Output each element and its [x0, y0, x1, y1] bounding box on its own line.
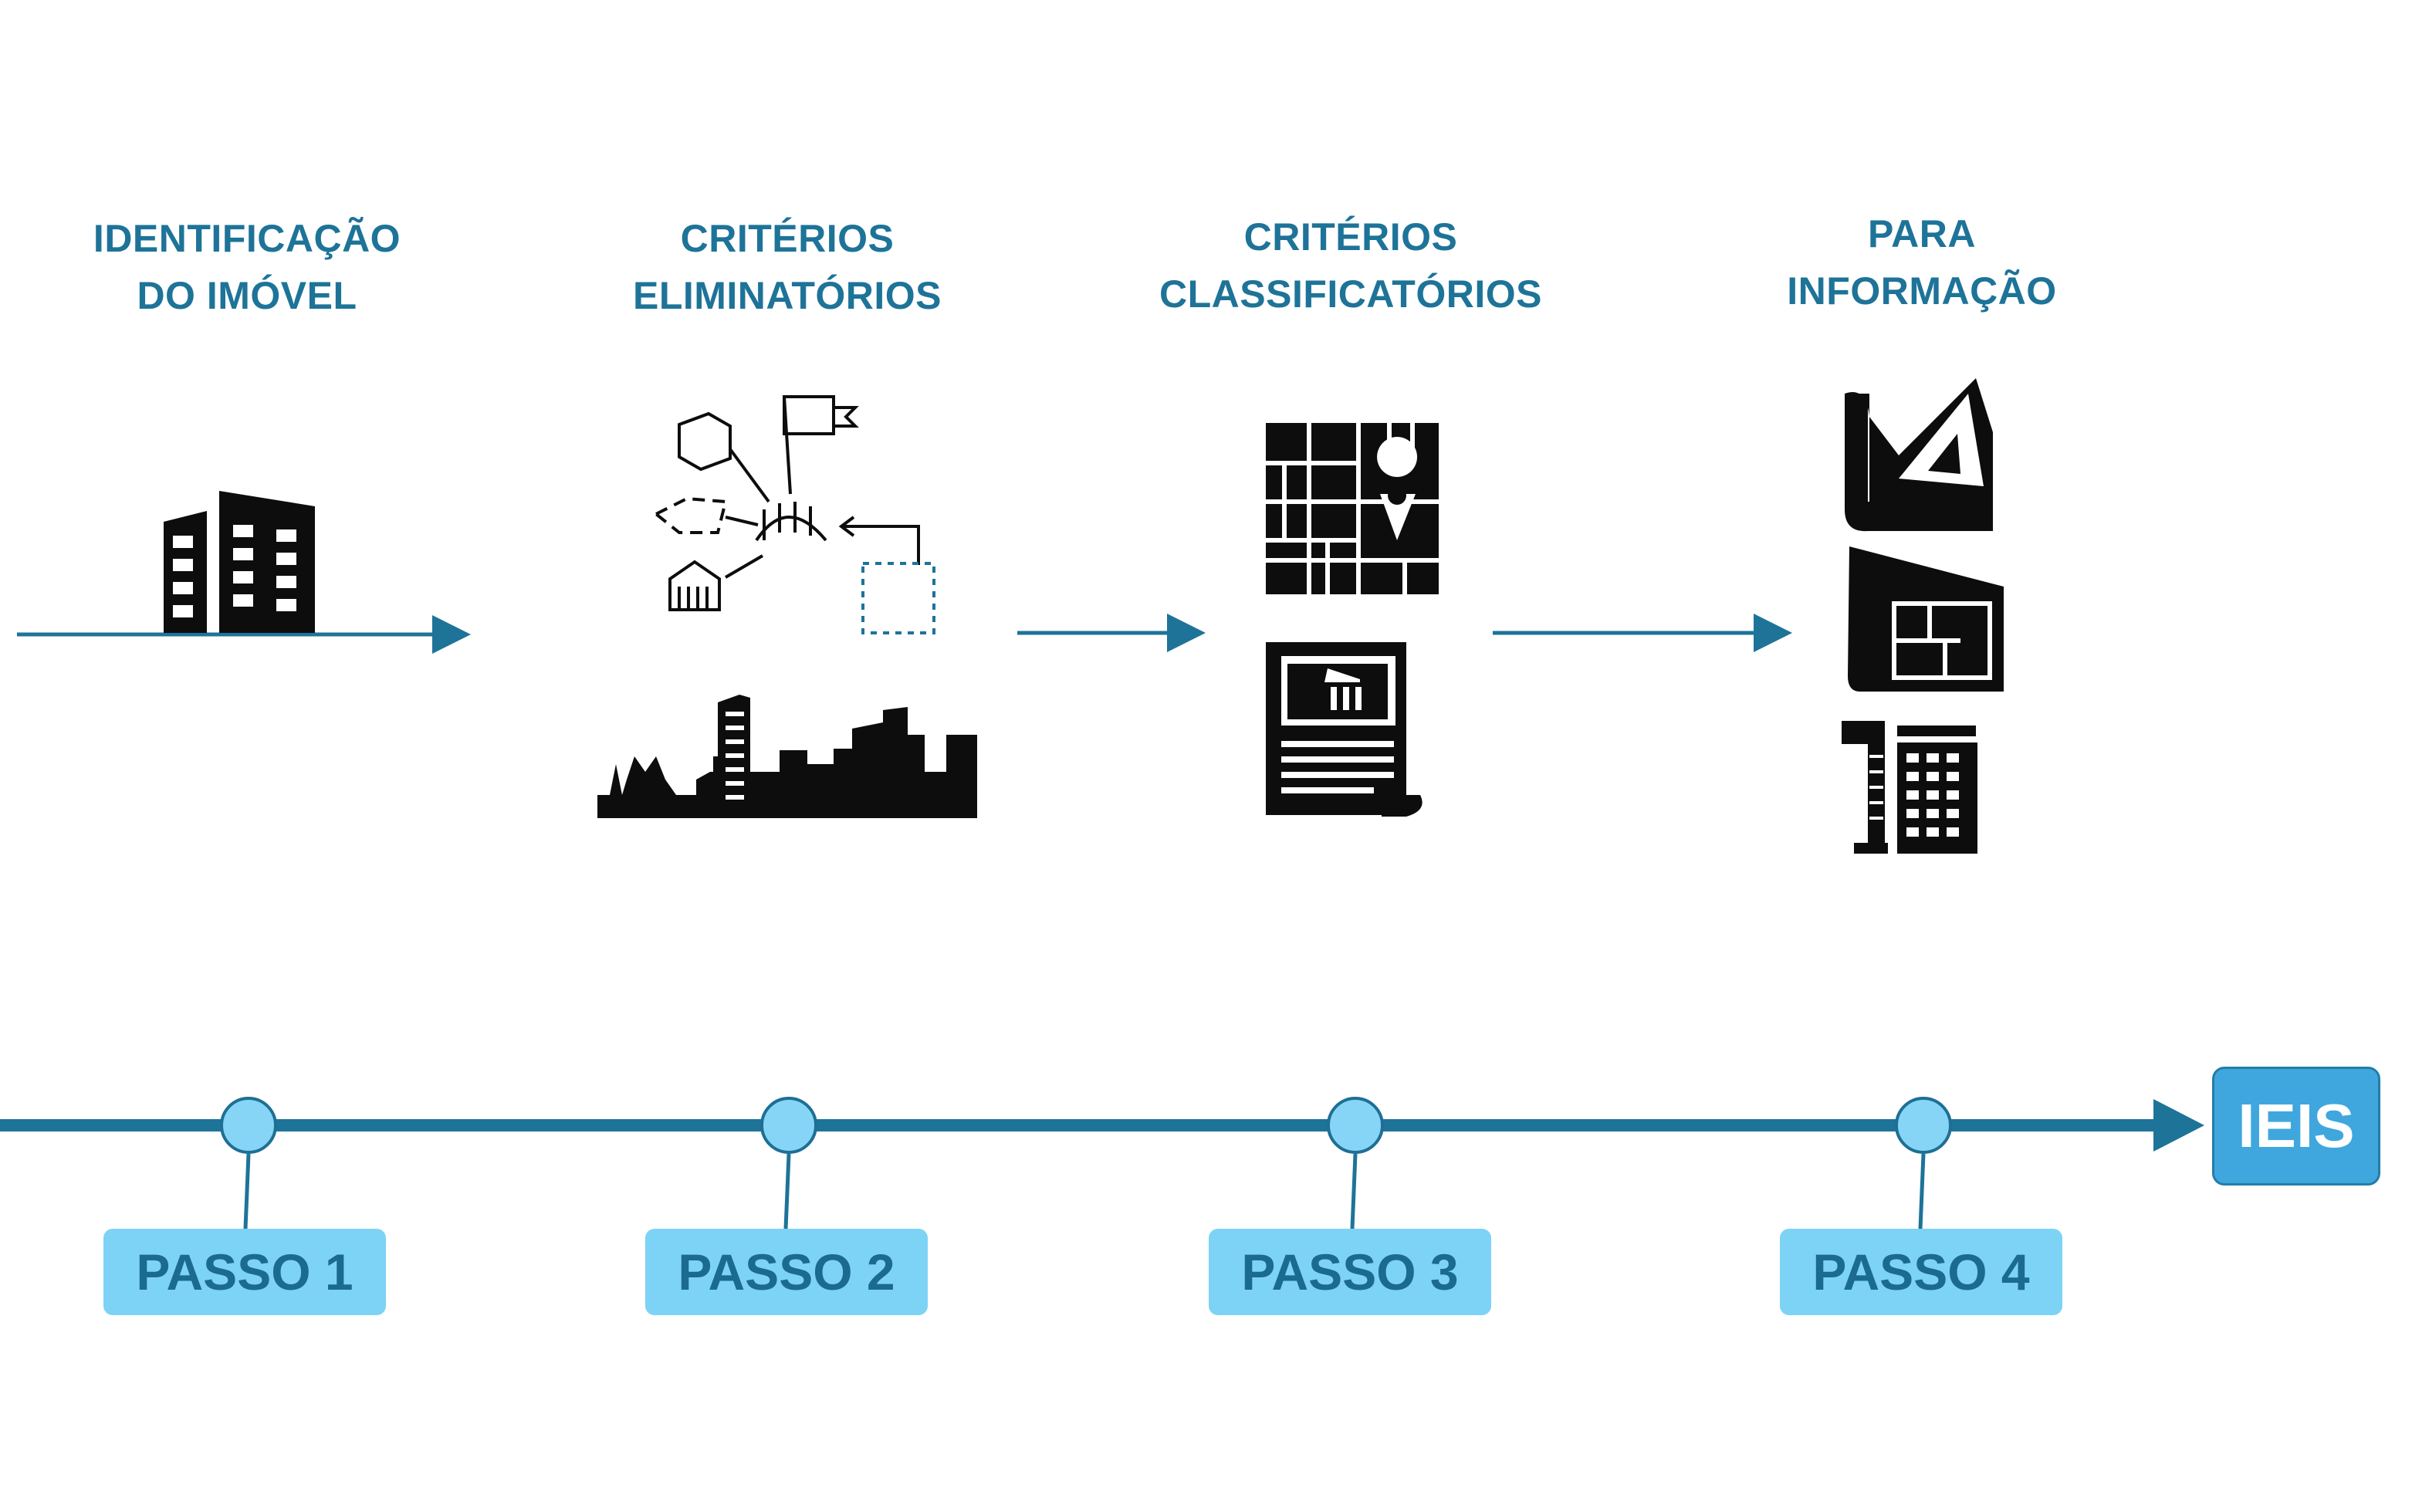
timeline-node-1	[220, 1097, 277, 1154]
step-1-title-line2: DO IMÓVEL	[137, 274, 357, 317]
timeline-node-3	[1327, 1097, 1384, 1154]
building-icon	[164, 491, 315, 633]
criteria-cluster-icon	[653, 395, 935, 634]
floor-plan-icon	[1848, 546, 2004, 692]
document-icon	[1266, 642, 1423, 817]
step-2-title-line2: ELIMINATÓRIOS	[632, 274, 942, 317]
connector-3	[1350, 1153, 1358, 1230]
timeline-node-4	[1895, 1097, 1952, 1154]
ieis-endpoint: IEIS	[2212, 1067, 2380, 1186]
skyline-icon	[597, 695, 977, 818]
connector-2	[783, 1153, 791, 1230]
step-2-badge: PASSO 2	[645, 1229, 928, 1315]
step-4-title-line1: PARA	[1868, 212, 1976, 255]
step-1-title: IDENTIFICAÇÃO DO IMÓVEL	[46, 210, 448, 324]
step-2-title: CRITÉRIOS ELIMINATÓRIOS	[587, 210, 988, 324]
crane-building-icon	[1842, 721, 1977, 854]
step-3-badge: PASSO 3	[1209, 1229, 1491, 1315]
map-grid-icon	[1266, 423, 1439, 594]
step-1-badge: PASSO 1	[103, 1229, 386, 1315]
step-3-title-line1: CRITÉRIOS	[1243, 215, 1458, 259]
timeline-bar	[0, 1119, 2161, 1131]
step-4-title: PARA INFORMAÇÃO	[1721, 205, 2123, 320]
connector-1	[243, 1153, 251, 1230]
step-2-title-line1: CRITÉRIOS	[680, 217, 895, 260]
step-3-title: CRITÉRIOS CLASSIFICATÓRIOS	[1119, 208, 1582, 323]
connector-4	[1918, 1153, 1926, 1230]
step-4-title-line2: INFORMAÇÃO	[1787, 269, 2057, 313]
step-1-title-line1: IDENTIFICAÇÃO	[93, 217, 401, 260]
step-3-title-line2: CLASSIFICATÓRIOS	[1159, 272, 1542, 316]
timeline-arrowhead	[2153, 1099, 2204, 1152]
blueprint-ruler-icon	[1845, 378, 1993, 532]
step-4-badge: PASSO 4	[1780, 1229, 2062, 1315]
timeline-node-2	[760, 1097, 817, 1154]
